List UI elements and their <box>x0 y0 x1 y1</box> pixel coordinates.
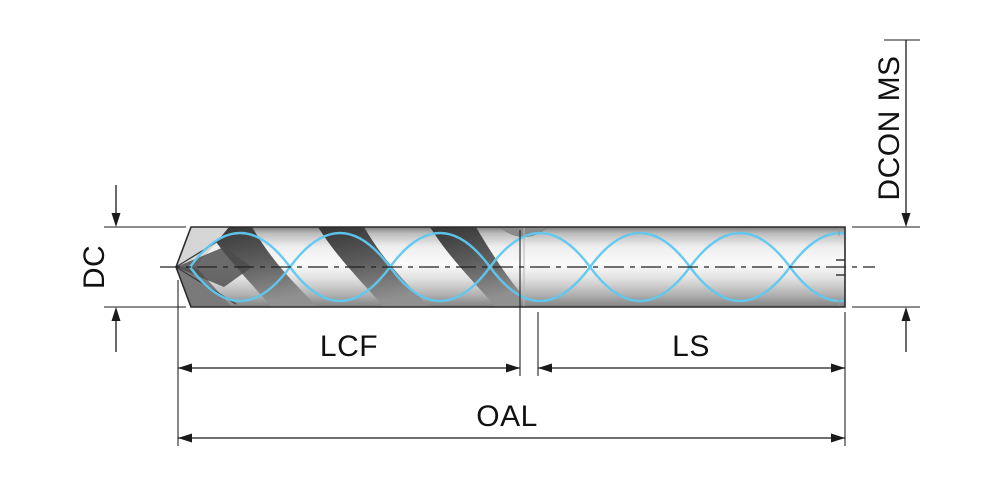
oal-dimension: OAL <box>178 400 845 443</box>
tip-facet-upper <box>176 227 229 267</box>
ls-dimension: LS <box>537 312 846 446</box>
ls-label: LS <box>672 330 710 363</box>
dcon-arrow-up <box>901 307 911 321</box>
coolant-channels <box>189 232 845 302</box>
lcf-dimension: LCF <box>177 230 521 446</box>
dcon-arrow-down <box>901 213 911 227</box>
lcf-label: LCF <box>320 330 378 363</box>
dcon-ms-label: DCON MS <box>873 55 906 200</box>
drill-body <box>160 226 875 308</box>
tip-facet-lower <box>176 267 232 307</box>
oal-arrow-right <box>831 433 845 443</box>
coolant-channel-2 <box>189 232 845 302</box>
lcf-arrow-left <box>178 363 192 373</box>
shank-end <box>836 227 845 307</box>
coolant-channel-1 <box>189 232 845 302</box>
ls-arrow-right <box>831 363 845 373</box>
dc-dimension: DC <box>78 185 186 352</box>
dc-arrow-up <box>111 307 121 321</box>
dc-arrow-down <box>111 213 121 227</box>
dcon-ms-dimension: DCON MS <box>852 39 920 352</box>
oal-label: OAL <box>476 400 538 433</box>
ls-arrow-left <box>538 363 552 373</box>
lcf-arrow-right <box>506 363 520 373</box>
dc-label: DC <box>78 245 111 289</box>
oal-arrow-left <box>178 433 192 443</box>
